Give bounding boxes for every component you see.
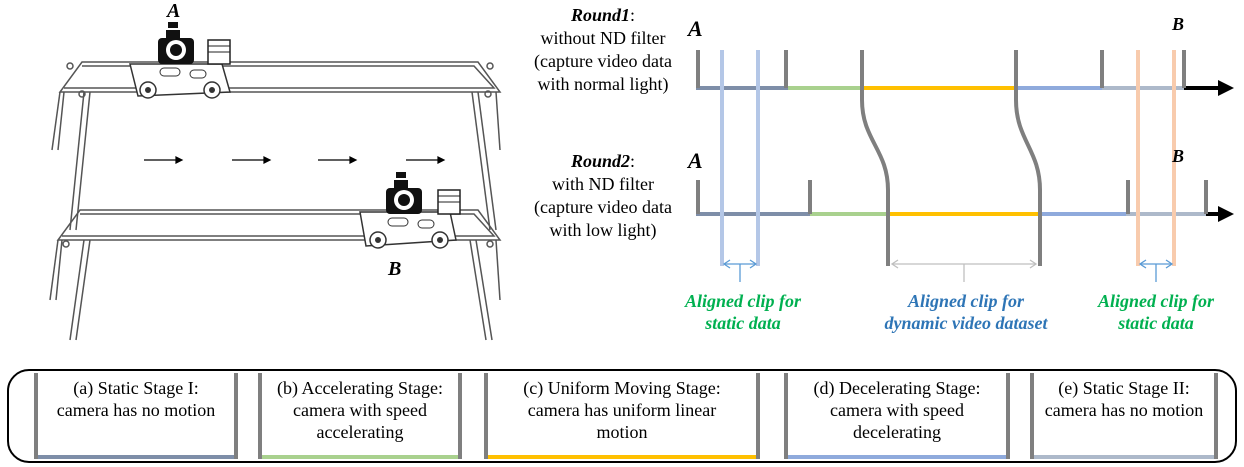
top-slider-rail bbox=[51, 61, 502, 231]
legend-stage-uniform: (c) Uniform Moving Stage: camera has uni… bbox=[484, 373, 760, 459]
clip-brackets bbox=[722, 259, 1174, 282]
camera-dolly-bottom bbox=[359, 211, 457, 249]
point-b-left: B bbox=[388, 258, 402, 280]
arrowhead-round2 bbox=[1218, 206, 1234, 222]
arrowhead-round1 bbox=[1218, 80, 1234, 96]
clip-label-static-right: Aligned clip for static data bbox=[1098, 291, 1214, 333]
round2-line2: (capture video data bbox=[534, 197, 672, 217]
clip-label-static-left: Aligned clip for static data bbox=[685, 291, 801, 333]
round1-description: Round1: without ND filter (capture video… bbox=[508, 4, 698, 96]
point-b-round2: B bbox=[1172, 146, 1185, 166]
round2-description: Round2: with ND filter (capture video da… bbox=[508, 150, 698, 242]
round1-title: Round1 bbox=[570, 5, 630, 25]
motion-arrows bbox=[144, 156, 446, 164]
bottom-slider-rail bbox=[49, 209, 502, 341]
round2-title: Round2 bbox=[570, 151, 630, 171]
legend-stage-static1: (a) Static Stage I: camera has no motion bbox=[34, 373, 238, 459]
camera-icon-bottom bbox=[386, 172, 461, 215]
point-a-round2: A bbox=[688, 148, 703, 173]
camera-icon-top bbox=[158, 22, 231, 65]
alignment-curves bbox=[860, 50, 1042, 266]
round2-line1: with ND filter bbox=[552, 174, 654, 194]
static-clip-lines bbox=[720, 50, 1176, 266]
round1-line1: without ND filter bbox=[540, 28, 666, 48]
point-a-round1: A bbox=[688, 16, 703, 41]
round1-line3: with normal light) bbox=[537, 74, 669, 94]
legend-stage-accelerating: (b) Accelerating Stage: camera with spee… bbox=[258, 373, 462, 459]
legend-stage-static2: (e) Static Stage II: camera has no motio… bbox=[1030, 373, 1218, 459]
stage-boundary-ticks bbox=[696, 50, 1208, 214]
camera-dolly-top bbox=[129, 63, 231, 99]
clip-label-dynamic: Aligned clip for dynamic video dataset bbox=[884, 291, 1048, 333]
point-a-left: A bbox=[167, 0, 181, 22]
stage-legend bbox=[7, 369, 1237, 463]
point-b-round1: B bbox=[1172, 14, 1185, 34]
legend-stage-decelerating: (d) Decelerating Stage: camera with spee… bbox=[784, 373, 1010, 459]
round2-line3: with low light) bbox=[549, 220, 657, 240]
round1-line2: (capture video data bbox=[534, 51, 672, 71]
